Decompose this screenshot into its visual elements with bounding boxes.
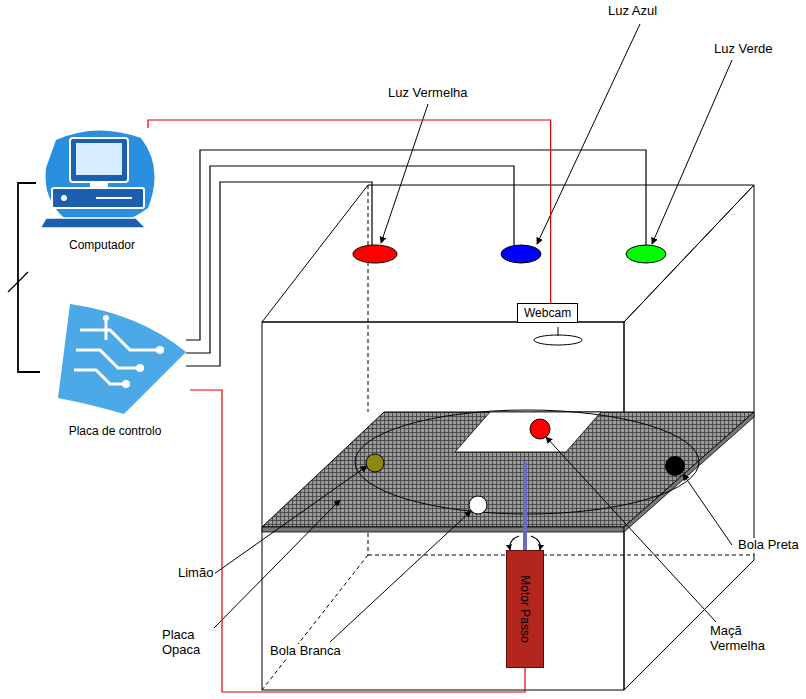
- stepper-motor-box: Motor Passo: [506, 550, 544, 668]
- white-ball: [469, 496, 487, 514]
- part-label: Bola Branca: [268, 644, 343, 659]
- node-label: Computador: [36, 238, 168, 252]
- rotation-arrow: [510, 536, 519, 550]
- part-label: Bola Preta: [736, 538, 801, 553]
- control-board-symbol: [40, 300, 190, 418]
- red-light: [353, 245, 397, 263]
- part-label: Limão: [176, 566, 215, 581]
- black-ball: [665, 456, 685, 476]
- part-label: Luz Vermelha: [386, 86, 470, 101]
- part-label: Luz Verde: [712, 42, 775, 57]
- webcam-base: [534, 335, 582, 345]
- plate-opening: [455, 412, 601, 452]
- node-label: Webcam: [524, 306, 571, 320]
- leader-line: [214, 24, 732, 642]
- cable: [18, 183, 40, 372]
- plate-edge: [262, 527, 624, 532]
- green-light: [626, 245, 666, 263]
- cable: [190, 390, 525, 692]
- part-label: Luz Azul: [606, 4, 659, 19]
- cable: [148, 120, 551, 303]
- computer-symbol: [36, 128, 168, 232]
- rotation-arrow: [531, 536, 540, 550]
- hidden-edge: [262, 185, 754, 690]
- computer-icon: Computador: [36, 128, 168, 252]
- part-label: Maçã Vermelha: [708, 624, 792, 654]
- control-board-icon: Placa de controlo: [40, 300, 190, 438]
- red-apple: [530, 419, 550, 439]
- plate-edge: [624, 412, 754, 532]
- webcam-box: Webcam: [517, 303, 578, 323]
- lemon: [366, 454, 384, 472]
- opaque-plate: [262, 412, 754, 527]
- motor-shaft: [523, 462, 527, 552]
- box-top-face: [262, 185, 754, 322]
- light-wire: [186, 150, 646, 366]
- part-label: Placa Opaca: [160, 628, 216, 658]
- blue-light: [501, 245, 541, 263]
- node-label: Placa de controlo: [40, 424, 190, 438]
- node-label: Motor Passo: [518, 575, 532, 642]
